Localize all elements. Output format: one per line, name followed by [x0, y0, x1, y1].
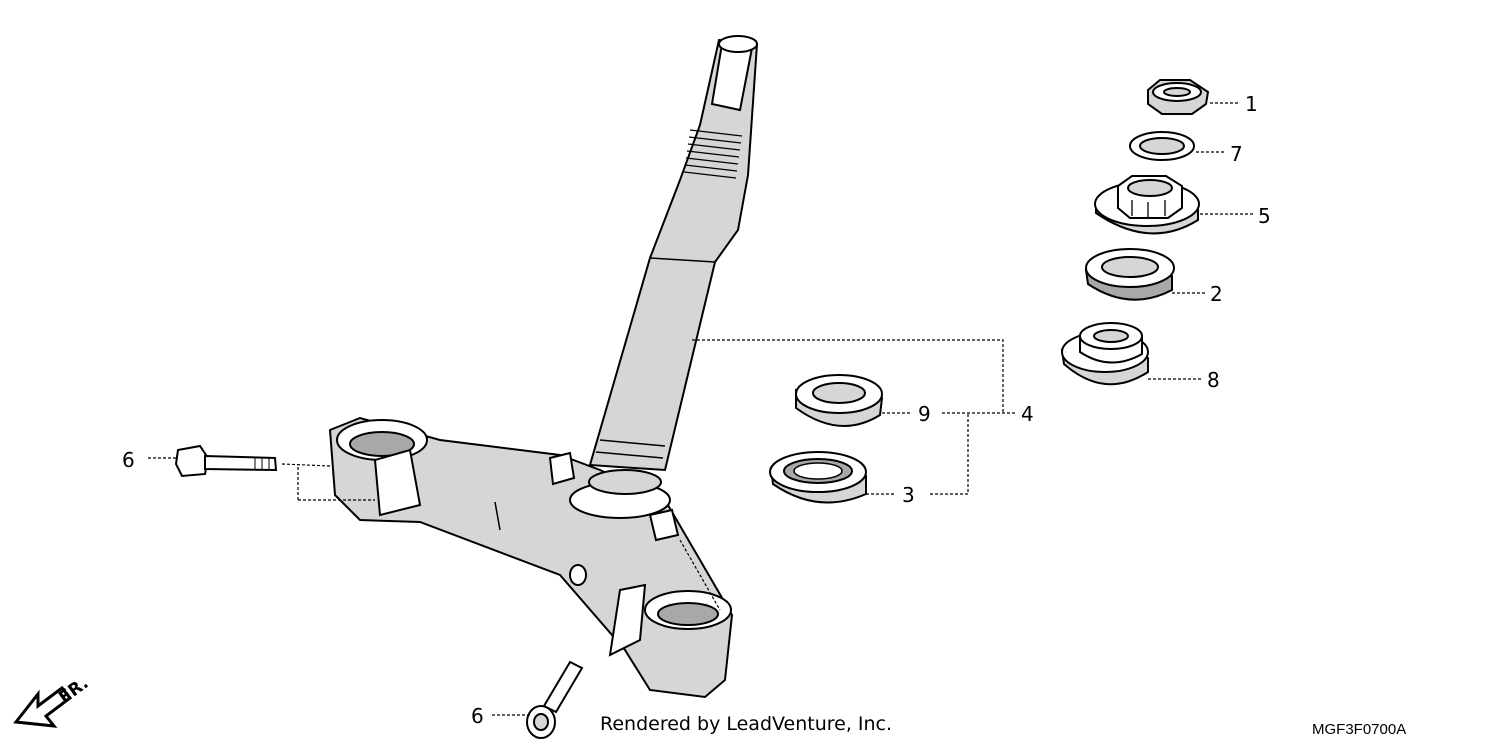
upper-bearing-part — [1084, 248, 1175, 301]
render-credit: Rendered by LeadVenture, Inc. — [600, 713, 892, 735]
front-direction-arrow-icon: FR. — [13, 673, 92, 728]
diagram-code: MGF3F0700A — [1312, 721, 1406, 738]
steering-stem-nut-part — [1147, 79, 1210, 115]
lower-triple-clamp — [328, 416, 734, 699]
callout-9: 9 — [918, 402, 931, 426]
steering-stem-part — [588, 35, 759, 472]
callout-4: 4 — [1021, 402, 1034, 426]
callout-8: 8 — [1207, 368, 1220, 392]
adjusting-nut-part — [1094, 175, 1200, 235]
callout-1: 1 — [1245, 92, 1258, 116]
flange-bolt-lower — [526, 660, 584, 739]
leader-lines — [148, 102, 1254, 716]
callout-6-lower: 6 — [471, 704, 484, 728]
callout-3: 3 — [902, 483, 915, 507]
callout-5: 5 — [1258, 204, 1271, 228]
lower-bearing-part — [769, 451, 867, 504]
callout-6-upper: 6 — [122, 448, 135, 472]
callout-7: 7 — [1230, 142, 1243, 166]
callout-2: 2 — [1210, 282, 1223, 306]
bearing-race-part — [1060, 322, 1149, 386]
lock-washer-part — [1129, 131, 1195, 161]
dust-seal-part — [795, 374, 884, 427]
flange-bolt-upper — [174, 444, 278, 478]
